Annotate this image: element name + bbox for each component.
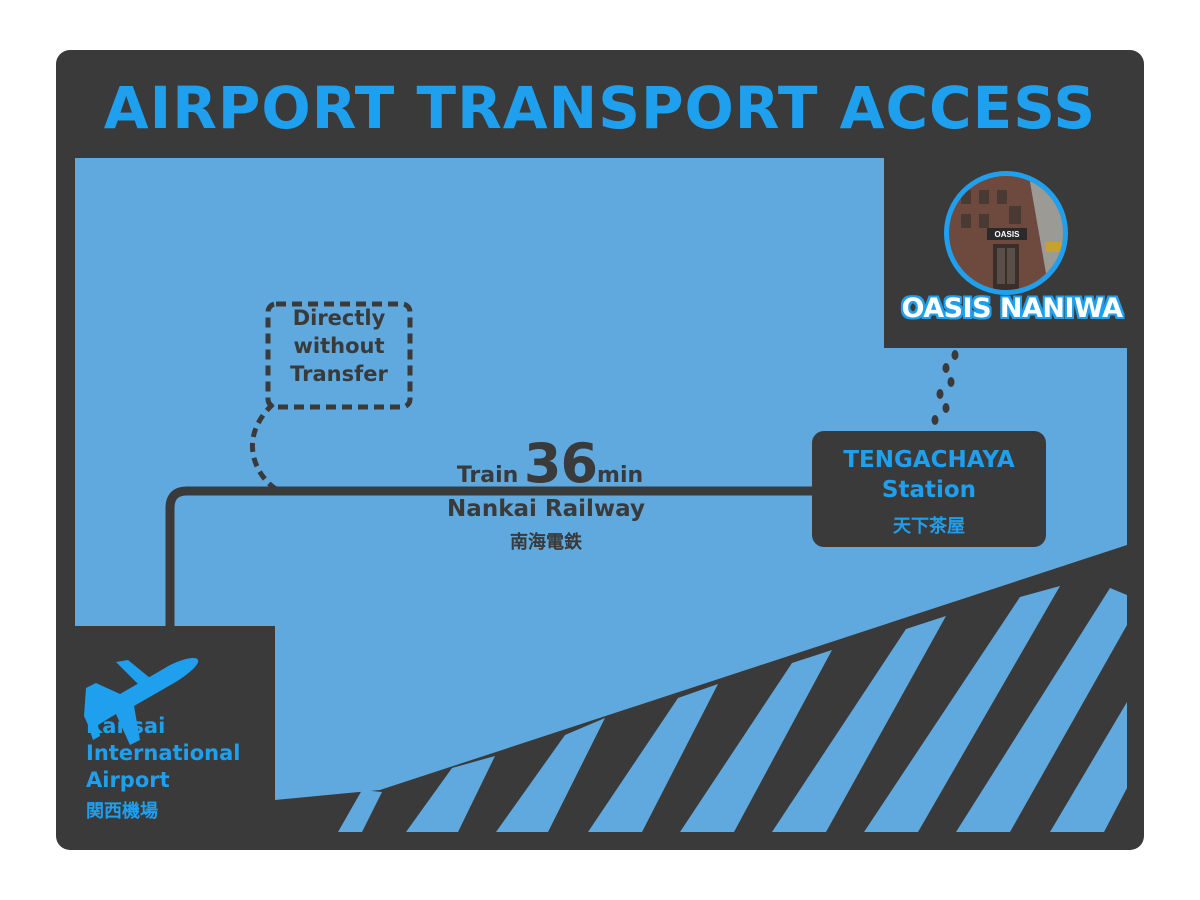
hotel-name: OASIS NANIWA bbox=[901, 293, 1123, 324]
stripes-decoration bbox=[338, 586, 1127, 832]
map-area bbox=[75, 158, 1127, 800]
station-box bbox=[812, 431, 1046, 547]
transport-mode: Train bbox=[456, 463, 519, 488]
train-route-line bbox=[165, 486, 812, 626]
station-name-line-2: Station bbox=[881, 477, 977, 503]
airplane-icon bbox=[84, 657, 199, 745]
hotel-photo: OASIS bbox=[944, 171, 1068, 295]
note-line-3: Transfer bbox=[290, 362, 388, 386]
duration-value: 36 bbox=[523, 432, 598, 495]
note-box bbox=[265, 301, 413, 410]
airport-name-jp: 関西機場 bbox=[86, 801, 158, 822]
station-name: TENGACHAYA Station bbox=[812, 445, 1046, 505]
airport-name-line-2: International bbox=[86, 741, 241, 765]
note-connector bbox=[250, 402, 278, 492]
note-line-2: without bbox=[293, 334, 385, 358]
hotel-sign-text: OASIS bbox=[995, 230, 1021, 239]
footprints-icon bbox=[931, 350, 959, 425]
railway-name: Nankai Railway bbox=[447, 496, 645, 522]
direct-note-text: Directly without Transfer bbox=[268, 304, 410, 388]
note-line-1: Directly bbox=[292, 306, 386, 330]
airport-name-line-3: Airport bbox=[86, 768, 170, 792]
railway-name-jp: 南海電鉄 bbox=[510, 532, 582, 553]
train-duration: Train 36min bbox=[400, 432, 700, 495]
hotel-building-image: OASIS bbox=[949, 176, 1063, 290]
station-name-jp: 天下茶屋 bbox=[893, 516, 965, 537]
station-name-line-1: TENGACHAYA bbox=[843, 447, 1015, 473]
duration-unit: min bbox=[597, 463, 644, 488]
airport-name-line-1: Kansai bbox=[86, 714, 166, 738]
airport-name: Kansai International Airport bbox=[86, 713, 241, 794]
page-title: AIRPORT TRANSPORT ACCESS bbox=[103, 74, 1097, 142]
